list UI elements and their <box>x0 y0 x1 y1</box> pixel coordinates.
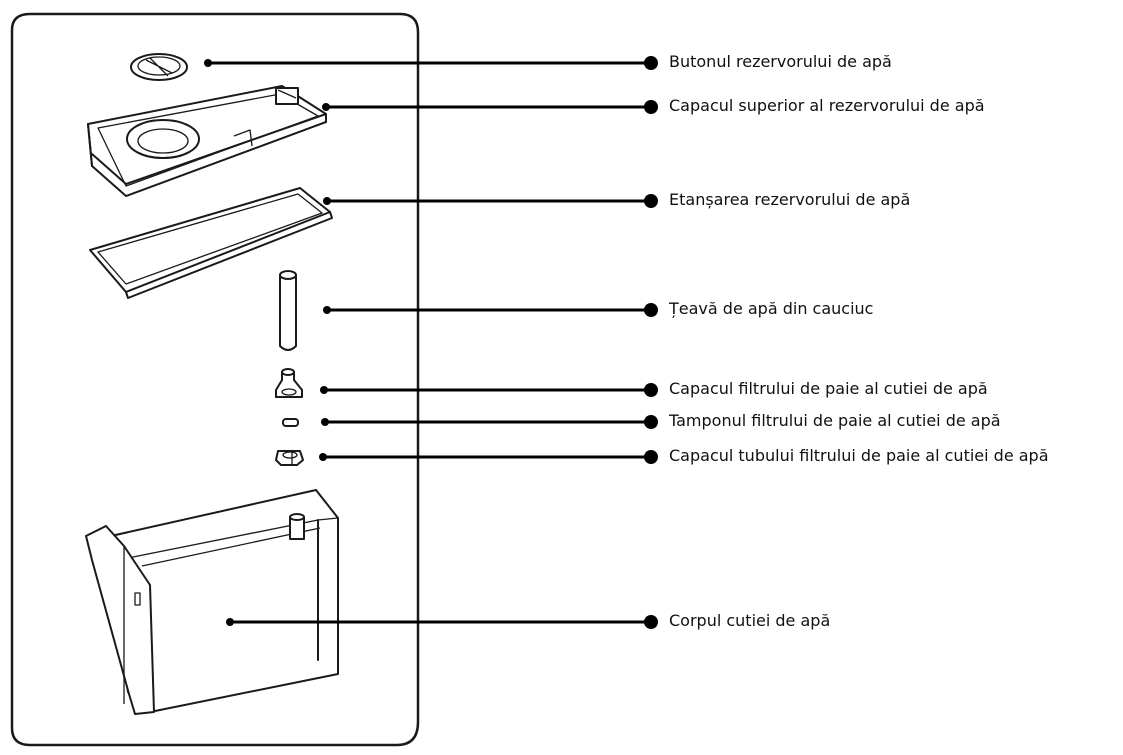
leader-end-dot <box>644 100 658 114</box>
leader-start-dot <box>319 453 327 461</box>
rubber-tube-part <box>279 270 297 351</box>
leader-end-dot <box>644 303 658 317</box>
water-box-body-part <box>85 489 339 715</box>
leader-capac-tub <box>319 450 658 464</box>
leader-end-dot <box>644 415 658 429</box>
leader-end-dot <box>644 450 658 464</box>
leader-lines <box>204 56 658 629</box>
part-label-etansare: Etanșarea rezervorului de apă <box>669 190 911 209</box>
leader-tampon-filtru <box>321 415 658 429</box>
leader-end-dot <box>644 383 658 397</box>
leader-start-dot <box>323 197 331 205</box>
upper-lid-part <box>87 85 327 197</box>
part-label-tampon-filtru: Tamponul filtrului de paie al cutiei de … <box>669 411 1001 430</box>
leader-capac-superior <box>322 100 658 114</box>
part-label-capac-filtru: Capacul filtrului de paie al cutiei de a… <box>669 379 988 398</box>
leader-end-dot <box>644 56 658 70</box>
leader-start-dot <box>320 386 328 394</box>
part-label-capac-tub: Capacul tubului filtrului de paie al cut… <box>669 446 1049 465</box>
leader-start-dot <box>226 618 234 626</box>
leader-corp <box>226 615 658 629</box>
leader-start-dot <box>322 103 330 111</box>
part-label-capac-superior: Capacul superior al rezervorului de apă <box>669 96 985 115</box>
leader-teava <box>323 303 658 317</box>
leader-end-dot <box>644 615 658 629</box>
part-label-butonul: Butonul rezervorului de apă <box>669 52 892 71</box>
part-label-teava: Țeavă de apă din cauciuc <box>669 299 874 318</box>
seal-part <box>89 187 333 299</box>
filter-cap-part <box>275 368 303 398</box>
knob-part <box>130 53 188 81</box>
filter-tube-cap-part <box>275 450 304 466</box>
leader-butonul <box>204 56 658 70</box>
leader-start-dot <box>204 59 212 67</box>
part-label-corp: Corpul cutiei de apă <box>669 611 831 630</box>
leader-etansare <box>323 194 658 208</box>
leader-start-dot <box>323 306 331 314</box>
leader-start-dot <box>321 418 329 426</box>
leader-end-dot <box>644 194 658 208</box>
filter-pad-part <box>282 418 299 427</box>
leader-capac-filtru <box>320 383 658 397</box>
diagram-frame <box>10 12 420 747</box>
